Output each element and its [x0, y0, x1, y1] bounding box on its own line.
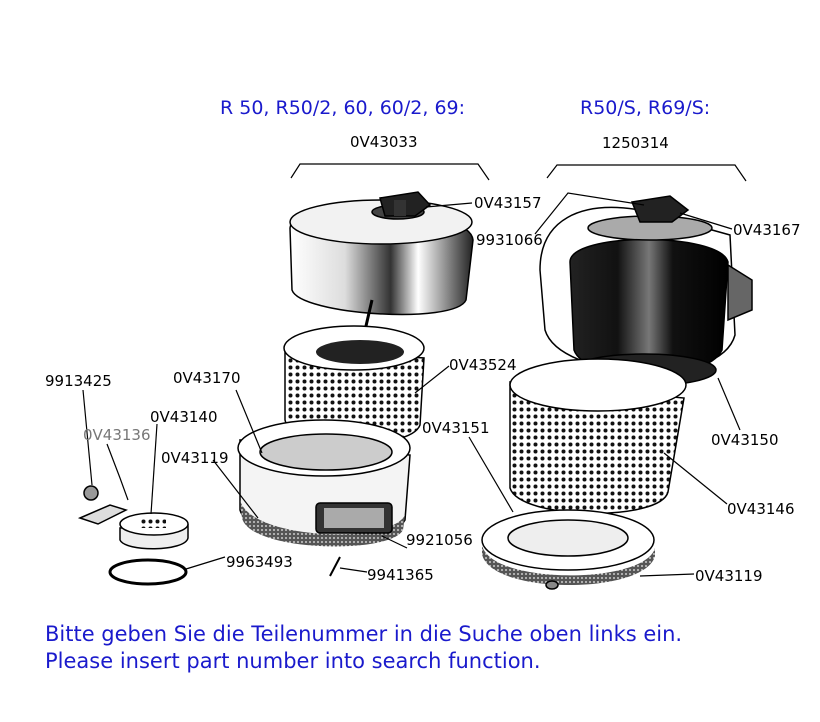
note-german: Bitte geben Sie die Teilenummer in die S…: [45, 622, 682, 646]
left-air-filter-lid: [289, 191, 474, 316]
part-label-0v43157: 0V43157: [474, 194, 542, 212]
part-label-9913425: 9913425: [45, 372, 112, 390]
part-label-0v43119-right: 0V43119: [695, 567, 763, 585]
right-filter-cartridge: [509, 358, 687, 515]
part-label-9921056: 9921056: [406, 531, 473, 549]
assembly-left-bracket: [290, 163, 490, 181]
left-filter-cartridge: [283, 325, 425, 444]
part-label-0v43140: 0V43140: [150, 408, 218, 426]
part-label-0v43170: 0V43170: [173, 369, 241, 387]
right-filter-base: [481, 509, 655, 590]
note-english: Please insert part number into search fu…: [45, 649, 541, 673]
assembly-right-number: 1250314: [602, 134, 669, 152]
part-label-0v43150: 0V43150: [711, 431, 779, 449]
heading-left-models: R 50, R50/2, 60, 60/2, 69:: [220, 97, 465, 119]
part-label-0v43167: 0V43167: [733, 221, 801, 239]
part-label-0v43119-left: 0V43119: [161, 449, 229, 467]
part-label-9963493: 9963493: [226, 553, 293, 571]
part-label-0v43524: 0V43524: [449, 356, 517, 374]
part-label-0v43136: 0V43136: [83, 426, 151, 444]
part-label-0v43151: 0V43151: [422, 419, 490, 437]
left-small-parts: [77, 485, 341, 586]
part-label-9941365: 9941365: [367, 566, 434, 584]
part-label-9931066: 9931066: [476, 231, 543, 249]
assembly-left-number: 0V43033: [350, 133, 418, 151]
assembly-right-bracket: [546, 164, 747, 182]
right-air-filter-cover: [539, 195, 753, 387]
left-filter-housing: [237, 419, 411, 547]
heading-right-models: R50/S, R69/S:: [580, 97, 710, 119]
leader-lines: [82, 192, 741, 577]
part-label-0v43146: 0V43146: [727, 500, 795, 518]
